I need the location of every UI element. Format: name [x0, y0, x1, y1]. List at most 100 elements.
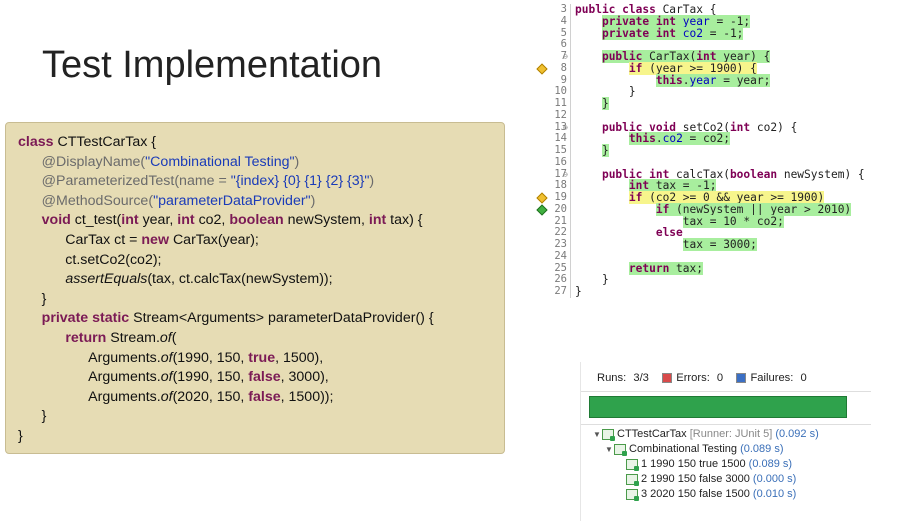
editor-line[interactable]: 27} [537, 285, 894, 298]
code-line: } [18, 290, 504, 310]
code-token [18, 271, 65, 287]
source-code[interactable]: private int co2 = -1; [575, 26, 744, 40]
code-token: year [689, 73, 717, 87]
source-code[interactable]: else [575, 227, 683, 239]
code-token: ( [171, 329, 177, 346]
editor-line[interactable]: 24 [537, 250, 894, 263]
editor-line[interactable]: 26 } [537, 273, 894, 286]
editor-line[interactable]: 9 this.year = year; [537, 73, 894, 87]
editor-line[interactable]: 15 } [537, 144, 894, 157]
editor-line[interactable]: 18 int tax = -1; [537, 179, 894, 193]
line-number: 17 [554, 167, 567, 180]
source-code[interactable]: public CarTax(int year) { [575, 50, 771, 63]
code-line: Arguments.of(1990, 150, true, 1500), [18, 349, 504, 369]
source-code[interactable]: tax = 3000; [575, 238, 757, 251]
editor-line[interactable]: 7⊖ public CarTax(int year) { [537, 50, 894, 63]
source-code[interactable]: this.year = year; [575, 73, 771, 87]
line-number: 27 [554, 285, 567, 297]
source-code[interactable]: } [575, 286, 582, 298]
fold-toggle-icon[interactable]: ⊖ [563, 52, 568, 61]
source-code[interactable]: if (co2 >= 0 && year >= 1900) [575, 191, 825, 204]
line-number: 8 [560, 61, 567, 74]
code-token: "{index} {0} {1} {2} {3}" [230, 173, 370, 190]
code-token [575, 238, 683, 251]
source-code[interactable]: if (year >= 1900) { [575, 61, 757, 75]
line-number: 19 [554, 191, 567, 203]
code-token [575, 97, 602, 110]
editor-line[interactable]: 11 } [537, 97, 894, 110]
code-token: int [121, 212, 143, 229]
code-token: false [248, 369, 281, 386]
gutter-divider [570, 156, 571, 169]
editor-line[interactable]: 8 if (year >= 1900) { [536, 61, 894, 75]
source-code[interactable]: if (newSystem || year > 2010) [575, 202, 852, 216]
test-case-node[interactable]: 3 2020 150 false 1500 (0.010 s) [593, 487, 819, 502]
test-case-node[interactable]: 1 1990 150 true 1500 (0.089 s) [593, 457, 819, 472]
code-token: "Combinational Testing" [145, 153, 295, 170]
code-token: "parameterDataProvider" [153, 192, 311, 209]
editor-line[interactable]: 19 if (co2 >= 0 && year >= 1900) [536, 191, 894, 204]
source-code[interactable]: } [575, 97, 609, 110]
editor-line[interactable]: 5 private int co2 = -1; [537, 26, 894, 40]
editor-line[interactable]: 17⊖ public int calcTax(boolean newSystem… [537, 167, 894, 181]
editor-line[interactable]: 23 tax = 3000; [537, 238, 894, 251]
source-code[interactable]: private int year = -1; [575, 14, 751, 28]
test-case-node[interactable]: 2 1990 150 false 3000 (0.000 s) [593, 472, 819, 487]
code-line: @MethodSource("parameterDataProvider") [18, 192, 504, 212]
code-token: private int [601, 26, 683, 40]
code-line: return Stream.of( [18, 329, 504, 349]
editor-line[interactable]: 21 tax = 10 * co2; [537, 214, 894, 228]
code-token: class [18, 134, 58, 150]
code-token: of [160, 349, 173, 366]
source-code[interactable]: } [575, 86, 636, 98]
source-code[interactable]: this.co2 = co2; [575, 132, 730, 146]
code-token: of [159, 329, 172, 346]
source-code[interactable]: } [575, 144, 609, 157]
expand-triangle-icon[interactable]: ▼ [605, 445, 613, 454]
code-token: tax = 10 * co2; [682, 214, 784, 228]
source-code[interactable]: int tax = -1; [575, 179, 717, 193]
code-line: assertEquals(tax, ct.calcTax(newSystem))… [18, 270, 504, 290]
code-token: public int [601, 167, 677, 181]
code-token: int [628, 179, 656, 193]
line-number: 12 [554, 108, 567, 121]
gutter-divider [570, 62, 571, 75]
fold-toggle-icon[interactable]: ⊖ [563, 169, 568, 179]
source-code[interactable]: public void setCo2(int co2) { [575, 120, 797, 134]
editor-line[interactable]: 22 else [537, 226, 894, 239]
junit-panel: Runs: 3/3 Errors: 0 Failures: 0 ▼CTTestC… [580, 362, 871, 521]
code-token: public void [601, 120, 683, 134]
code-token: CarTax ct = [18, 231, 142, 248]
code-token: ) [294, 153, 300, 170]
gutter-divider [570, 203, 571, 216]
code-token: int [177, 212, 199, 229]
test-case-icon [626, 473, 639, 486]
editor-line[interactable]: 20 if (newSystem || year > 2010) [536, 202, 894, 216]
line-number: 6 [560, 38, 567, 51]
editor-line[interactable]: 16 [537, 156, 894, 169]
gutter-divider [570, 192, 571, 204]
source-code[interactable]: public class CarTax { [575, 4, 716, 16]
source-code[interactable]: tax = 10 * co2; [575, 214, 784, 228]
editor-line[interactable]: 13⊖ public void setCo2(int co2) { [537, 120, 894, 134]
code-token: , 3000), [280, 369, 329, 386]
editor-line[interactable]: 25 return tax; [537, 261, 894, 275]
editor-line[interactable]: 10 } [537, 85, 894, 98]
test-suite-node[interactable]: ▼CTTestCarTax [Runner: JUnit 5] (0.092 s… [593, 427, 819, 442]
divider [581, 391, 871, 392]
editor-line[interactable]: 14 this.co2 = co2; [537, 132, 894, 146]
editor-line[interactable]: 6 [537, 38, 894, 51]
expand-triangle-icon[interactable]: ▼ [593, 430, 601, 439]
editor-line[interactable]: 4 private int year = -1; [537, 14, 894, 28]
editor-line[interactable]: 12 [537, 108, 894, 122]
source-code[interactable]: return tax; [575, 261, 703, 275]
fold-toggle-icon[interactable]: ⊖ [563, 122, 568, 132]
source-code[interactable]: } [575, 274, 609, 286]
source-code[interactable]: public int calcTax(boolean newSystem) { [575, 167, 865, 181]
code-token: private int [601, 14, 683, 28]
code-token: } [18, 427, 23, 444]
line-number: 14 [554, 132, 567, 145]
test-suite-node[interactable]: ▼Combinational Testing (0.089 s) [593, 442, 819, 457]
